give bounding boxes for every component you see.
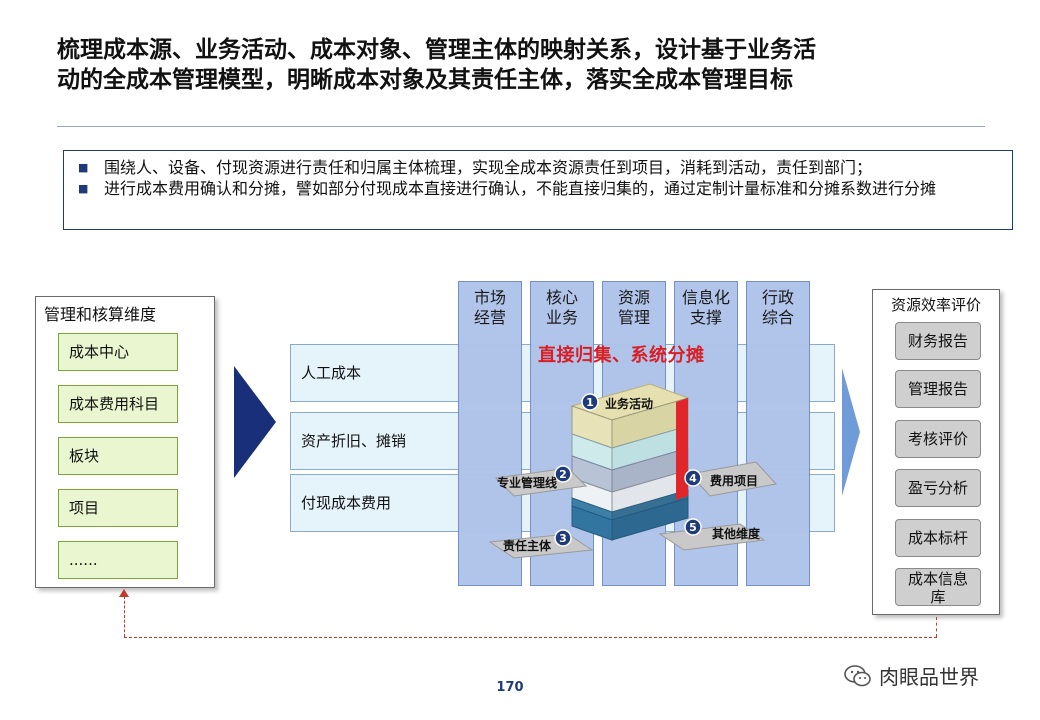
- dimension-item: 板块: [58, 437, 178, 475]
- dimension-item: 成本费用科目: [58, 385, 178, 423]
- evaluation-item: 成本信息 库: [895, 568, 981, 606]
- evaluation-item: 成本标杆: [895, 519, 981, 557]
- evaluation-panel-title: 资源效率评价: [890, 296, 981, 314]
- business-column: 信息化 支撑: [674, 281, 738, 586]
- dimension-item: ......: [58, 541, 178, 579]
- feedback-line: [124, 596, 125, 637]
- bullet-text: 进行成本费用确认和分摊，譬如部分付现成本直接进行确认，不能直接归集的，通过定制计…: [104, 179, 937, 198]
- bullet-box: ■ 围绕人、设备、付现资源进行责任和归属主体梳理，实现全成本资源责任到项目，消耗…: [63, 150, 1013, 230]
- dimension-panel: 管理和核算维度 成本中心 成本费用科目 板块 项目 ......: [35, 296, 215, 588]
- evaluation-item: 财务报告: [895, 322, 981, 360]
- feedback-line: [124, 637, 937, 638]
- bullet-item: ■ 围绕人、设备、付现资源进行责任和归属主体梳理，实现全成本资源责任到项目，消耗…: [78, 157, 1002, 178]
- business-column-label: 行政 综合: [761, 288, 794, 327]
- page-title: 梳理成本源、业务活动、成本对象、管理主体的映射关系，设计基于业务活动的全成本管理…: [57, 37, 816, 93]
- evaluation-item: 考核评价: [895, 420, 981, 458]
- dimension-panel-title: 管理和核算维度: [44, 305, 157, 324]
- business-column-label: 核心 业务: [545, 288, 578, 327]
- business-column-label: 市场 经营: [473, 288, 506, 327]
- evaluation-panel: 资源效率评价 财务报告 管理报告 考核评价 盈亏分析 成本标杆 成本信息 库: [872, 289, 1000, 615]
- allocation-banner: 直接归集、系统分摊: [538, 345, 705, 366]
- bullet-text: 围绕人、设备、付现资源进行责任和归属主体梳理，实现全成本资源责任到项目，消耗到活…: [104, 158, 873, 177]
- bullet-square-icon: ■: [78, 182, 89, 195]
- page-number: 170: [496, 680, 524, 695]
- bullet-square-icon: ■: [78, 161, 89, 174]
- evaluation-item: 盈亏分析: [895, 469, 981, 507]
- feedback-arrow-icon: [119, 589, 129, 597]
- watermark: 肉眼品世界: [843, 661, 979, 690]
- title-divider: [57, 126, 985, 127]
- watermark-text: 肉眼品世界: [879, 665, 979, 689]
- business-column: 行政 综合: [746, 281, 810, 586]
- business-column-label: 信息化 支撑: [681, 288, 730, 327]
- dimension-item: 成本中心: [58, 333, 178, 371]
- feedback-line: [936, 617, 937, 637]
- business-column-label: 资源 管理: [617, 288, 650, 327]
- business-column: 资源 管理: [602, 281, 666, 586]
- flow-arrow-right-icon: [842, 368, 860, 496]
- dimension-item: 项目: [58, 489, 178, 527]
- flow-arrow-right-icon: [234, 366, 276, 478]
- evaluation-item: 管理报告: [895, 370, 981, 408]
- bullet-item: ■ 进行成本费用确认和分摊，譬如部分付现成本直接进行确认，不能直接归集的，通过定…: [78, 178, 1002, 199]
- business-column: 市场 经营: [458, 281, 522, 586]
- business-column: 核心 业务: [530, 281, 594, 586]
- wechat-icon: [844, 664, 871, 686]
